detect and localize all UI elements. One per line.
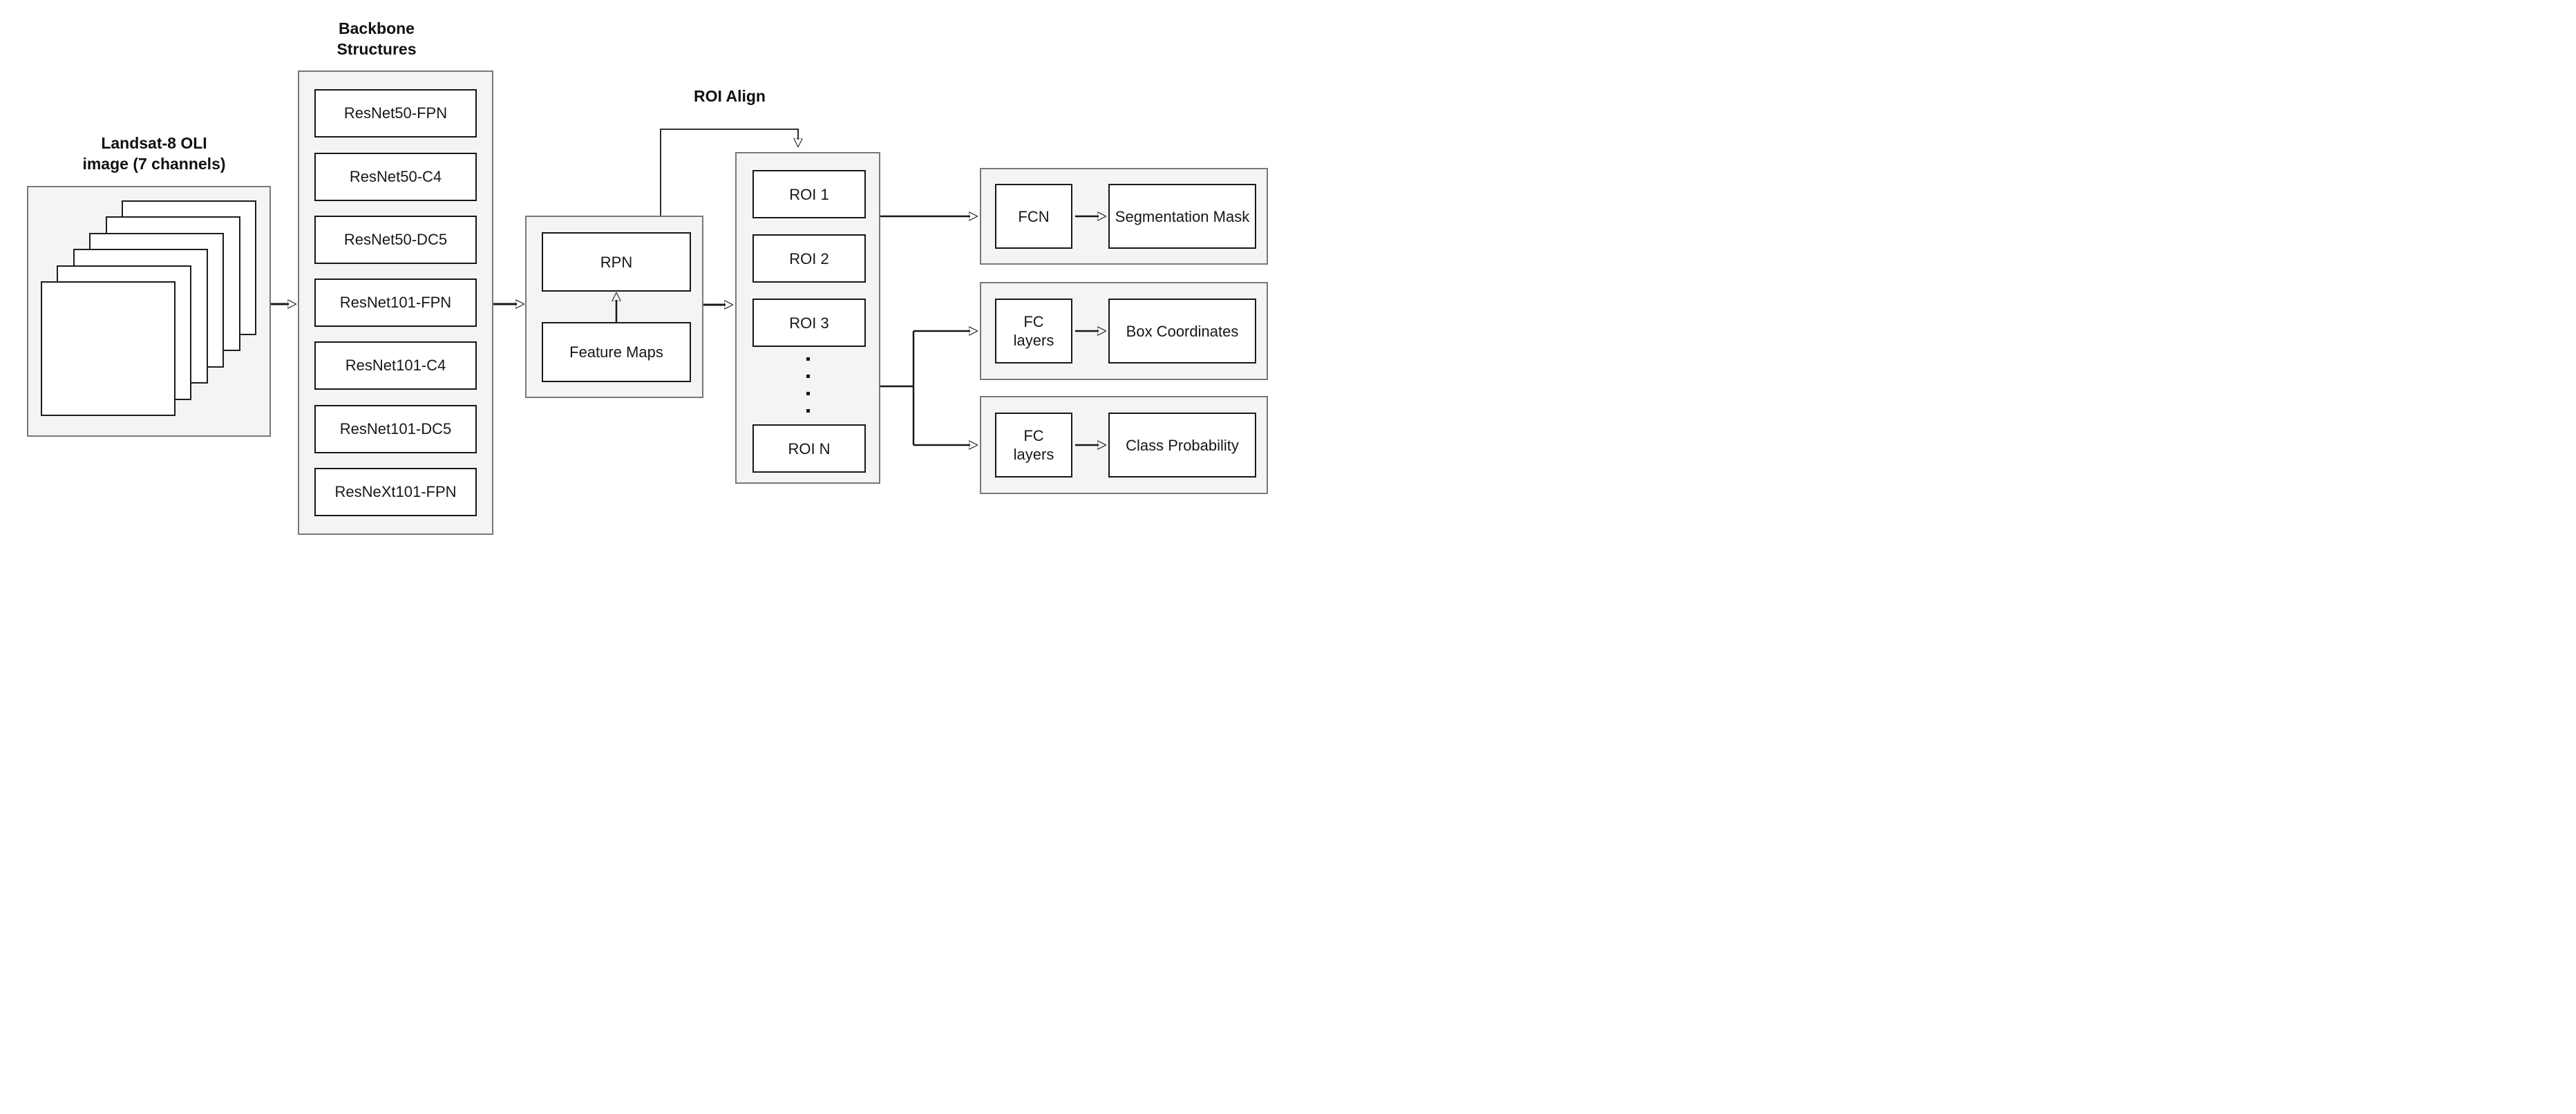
backbone-item: ResNet50-DC5: [314, 215, 477, 264]
roi-align-label: ROI Align: [694, 87, 766, 105]
roi-box-label: ROI N: [788, 440, 831, 457]
landsat-label-line2: image (7 channels): [82, 155, 226, 173]
fcn-box: FCN: [995, 184, 1072, 249]
roi-box-last: ROI N: [752, 424, 866, 473]
roi-dot: [806, 409, 810, 413]
roi-box-label: ROI 1: [789, 185, 829, 203]
channel-square: [41, 281, 176, 416]
roi-box-label: ROI 3: [789, 314, 829, 332]
fc-layers-box-2-line1: FC: [1023, 427, 1044, 444]
fc-layers-box-1-line2: layers: [1013, 332, 1054, 349]
backbone-item-label: ResNet50-FPN: [343, 104, 448, 122]
backbone-item-label: ResNeXt101-FPN: [334, 482, 457, 500]
backbone-item: ResNet101-FPN: [314, 278, 477, 327]
segmentation-mask-box: Segmentation Mask: [1108, 184, 1256, 249]
diagram-canvas: Landsat-8 OLI image (7 channels) Backbon…: [0, 0, 1288, 557]
roi-box: ROI 2: [752, 234, 866, 283]
fc-layers-box-2: FC layers: [995, 413, 1072, 478]
feature-maps-box: Feature Maps: [542, 322, 691, 382]
backbone-item: ResNet101-C4: [314, 341, 477, 390]
box-coordinates-box: Box Coordinates: [1108, 299, 1256, 364]
roi-dot: [806, 375, 810, 378]
backbone-title: Backbone Structures: [307, 18, 446, 59]
backbone-item: ResNet50-C4: [314, 152, 477, 201]
roi-dot: [806, 392, 810, 395]
backbone-item: ResNet101-DC5: [314, 404, 477, 453]
rpn-box: RPN: [542, 232, 691, 292]
backbone-list: ResNet50-FPN ResNet50-C4 ResNet50-DC5 Re…: [298, 70, 493, 535]
backbone-item-label: ResNet101-DC5: [339, 419, 452, 437]
roi-dot: [806, 357, 810, 361]
rpn-box-label: RPN: [600, 253, 633, 271]
roi-box-label: ROI 2: [789, 249, 829, 267]
backbone-item: ResNeXt101-FPN: [314, 467, 477, 516]
backbone-item-label: ResNet101-FPN: [339, 294, 452, 311]
fc-layers-box-1: FC layers: [995, 299, 1072, 364]
roi-dots-ellipsis: [737, 357, 879, 413]
feature-maps-label: Feature Maps: [569, 343, 663, 361]
fc-layers-box-2-line2: layers: [1013, 446, 1054, 463]
backbone-title-line2: Structures: [337, 40, 417, 58]
landsat-label: Landsat-8 OLI image (7 channels): [71, 133, 237, 174]
backbone-item-label: ResNet101-C4: [345, 357, 446, 375]
class-probability-box: Class Probability: [1108, 413, 1256, 478]
fcn-box-line1: FCN: [1018, 207, 1050, 225]
backbone-item: ResNet50-FPN: [314, 89, 477, 138]
backbone-title-line1: Backbone: [339, 19, 415, 37]
roi-box: ROI 1: [752, 170, 866, 218]
backbone-item-label: ResNet50-C4: [349, 167, 442, 185]
backbone-item-label: ResNet50-DC5: [343, 230, 448, 248]
landsat-label-line1: Landsat-8 OLI: [101, 134, 207, 152]
fc-layers-box-1-line1: FC: [1023, 313, 1044, 330]
roi-container: ROI 1 ROI 2 ROI 3 ROI N: [735, 152, 880, 484]
roi-box: ROI 3: [752, 299, 866, 347]
